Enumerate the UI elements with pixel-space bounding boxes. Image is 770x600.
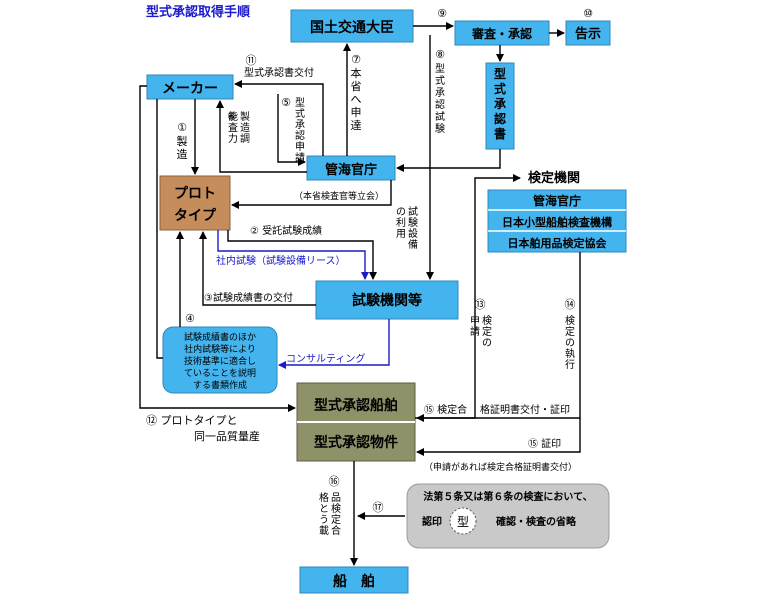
step-8-num: ⑧ — [435, 48, 445, 61]
consulting-note-line-4: ていることを説明 — [184, 367, 256, 379]
diagram-title: 型式承認取得手順 — [146, 4, 251, 20]
consulting-note-box: 試験成績書のほか 社内試験等により 技術基準に適合し ていることを説明 する書類… — [162, 326, 278, 394]
test-lab-box: 試験機関等 — [315, 280, 459, 320]
prototype-label-1: プロト — [174, 186, 216, 202]
step-15a-tail: 格証明書交付・証印 — [480, 403, 570, 416]
step-17-num: ⑰ — [373, 501, 384, 514]
type-stamp-icon — [449, 507, 477, 535]
maker-label: メーカー — [162, 81, 218, 97]
test-lab-label: 試験機関等 — [352, 292, 422, 309]
review-label: 審査・承認 — [471, 26, 532, 41]
arrow-maker-approved — [139, 85, 296, 412]
ship-label: 船 舶 — [333, 573, 375, 590]
step-4-num: ④ — [185, 312, 195, 325]
step-14-num: ⑭ — [565, 298, 576, 311]
step-5-num: ⑤ — [281, 96, 291, 109]
consulting-note-line-5: する書類作成 — [193, 379, 247, 391]
cert-doc-label: 型式承認書 — [494, 66, 506, 141]
step-16-text: 品検定合格とう載 — [319, 491, 341, 537]
step-1-num: ① — [177, 121, 187, 134]
step-5-text: 型式承認申請 — [295, 96, 305, 164]
arrow-inhouse-testlab — [217, 230, 369, 280]
inspection-org-heading: 検定機関 — [528, 170, 580, 186]
step-10-num: ⑩ — [583, 7, 593, 20]
law-note-line-1: 法第５条又は第６条の検査において、 — [423, 490, 592, 503]
step-12-line-1: ⑫ プロトタイプと — [146, 414, 238, 427]
type-stamp-mark: 型 — [457, 515, 469, 529]
step-6-num: ⑥ — [227, 110, 237, 123]
arrow-office-prototype — [231, 180, 392, 209]
prototype-box: プロト タイプ — [159, 175, 231, 231]
consulting-note-line-2: 社内試験等により — [184, 343, 256, 355]
step-13-text: 検定の申請 — [470, 314, 492, 349]
arrow-office-maker-cert — [234, 80, 324, 156]
cert-doc-box: 型式承認書 — [485, 62, 515, 150]
step-12-line-2: 同一品質量産 — [194, 429, 260, 443]
witness-label: （本省検査官等立会） — [294, 190, 384, 202]
minister-box: 国土交通大臣 — [290, 9, 414, 43]
arrow-testlab-prototype — [199, 231, 316, 306]
notice-box: 告示 — [565, 20, 611, 46]
approved-vessel-label: 型式承認船舶 — [314, 397, 398, 414]
facility-use-label: 試験設備の利用 — [396, 205, 418, 251]
inspection-org-office: 管海官庁 — [533, 193, 581, 208]
review-box: 審査・承認 — [454, 20, 550, 46]
law-note-seal: 認印 — [422, 515, 442, 528]
ship-box: 船 舶 — [299, 566, 409, 594]
inspection-org-jmt: 日本舶用品検定協会 — [508, 236, 608, 250]
step-13-num: ⑬ — [475, 298, 486, 311]
connectors — [139, 22, 581, 566]
step-11-text: 型式承認書交付 — [244, 66, 314, 79]
arrow-maker-office-apply — [277, 94, 306, 166]
arrow-inspection-approved-stamp — [416, 418, 581, 456]
prototype-label-2: タイプ — [174, 208, 217, 224]
approved-item-label: 型式承認物件 — [314, 434, 398, 451]
step-6-text-a: 製造調能査力 — [228, 110, 250, 145]
consulting-note-line-3: 技術基準に適合し — [184, 355, 256, 367]
line-maker-note — [156, 99, 163, 359]
step-8-text: 型式承認試験 — [435, 62, 445, 135]
step-15a-label: ⑮ 検定合 — [424, 403, 467, 416]
step-3-label: ③試験成績書の交付 — [204, 291, 293, 304]
arrow-office-maker-audit — [216, 100, 307, 173]
law-note-box: 法第５条又は第６条の検査において、 認印 型 確認・検査の省略 — [406, 483, 610, 549]
step-9-num: ⑨ — [437, 7, 447, 20]
arrow-prototype-testlab — [227, 230, 377, 280]
step-16-num: ⑯ — [329, 475, 340, 488]
step-14-text: 検定の執行 — [565, 314, 575, 371]
consulting-label: コンサルティング — [286, 352, 365, 365]
arrow-inspection-approved-cert — [416, 252, 581, 422]
minister-label: 国土交通大臣 — [310, 19, 394, 36]
office-box: 管海官庁 — [306, 155, 396, 181]
notice-label: 告示 — [575, 26, 601, 42]
arrow-certdoc-office — [396, 149, 501, 172]
step-1-text: 製造 — [177, 134, 188, 161]
step-7-num: ⑦ — [351, 53, 361, 66]
inspection-org-box: 管海官庁 日本小型船舶検査機構 日本舶用品検定協会 — [487, 189, 627, 253]
approved-products-box: 型式承認船舶 型式承認物件 — [296, 382, 416, 462]
step-15-note: （申請があれば検定合格証明書交付） — [424, 461, 577, 473]
law-note-line-2: 確認・検査の省略 — [496, 515, 577, 528]
consulting-note-line-1: 試験成績書のほか — [184, 331, 256, 343]
blue-connectors — [217, 230, 390, 369]
step-15b-label: ⑮ 証印 — [528, 437, 561, 450]
step-11-num: ⑪ — [246, 54, 257, 67]
inspection-org-jci: 日本小型船舶検査機構 — [502, 215, 612, 229]
arrow-consulting-note — [278, 319, 390, 369]
office-label: 管海官庁 — [325, 162, 377, 178]
step-7-text: 本省へ申達 — [351, 66, 362, 132]
in-house-test-label: 社内試験（試験設備リース） — [216, 254, 346, 267]
maker-box: メーカー — [146, 74, 234, 100]
step-2-label: ② 受託試験成績 — [250, 224, 322, 237]
